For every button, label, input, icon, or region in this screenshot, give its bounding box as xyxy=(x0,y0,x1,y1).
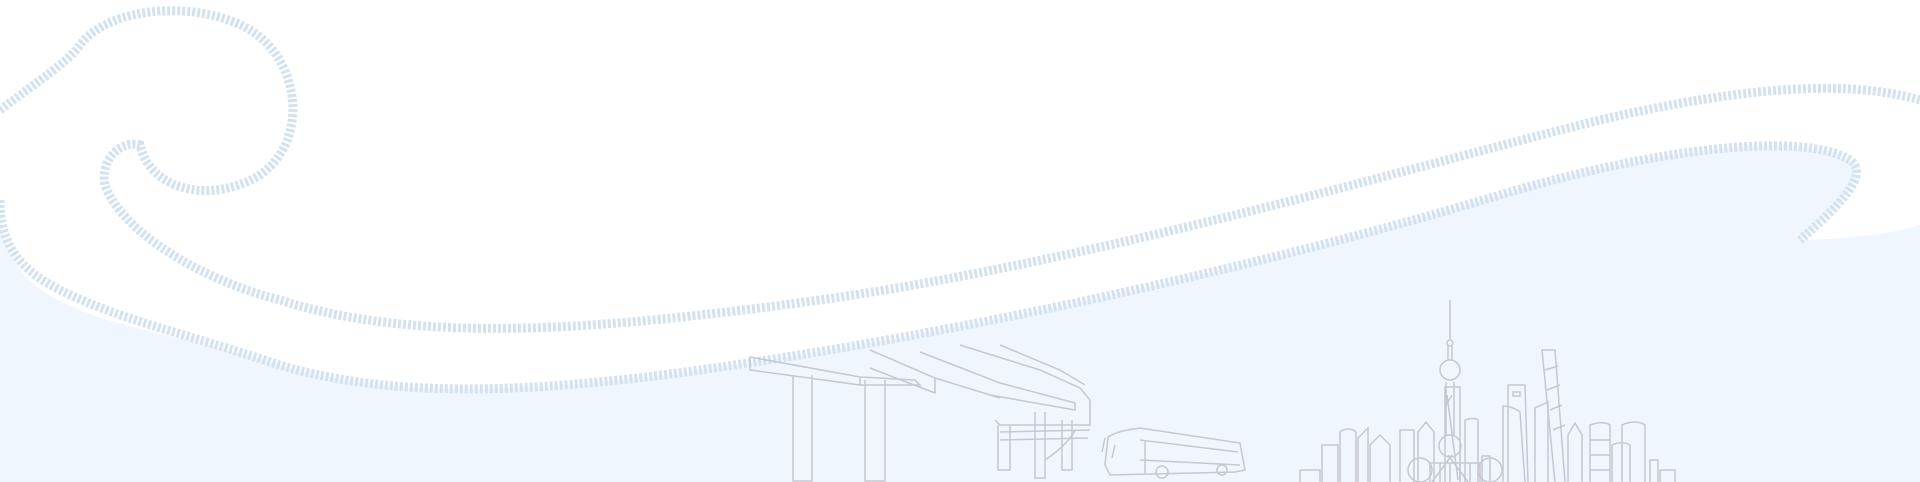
city-skyline-icon xyxy=(1299,300,1676,482)
bus-icon xyxy=(1101,427,1246,479)
wave-swirl-icon xyxy=(0,0,1920,394)
elevated-highway-icon xyxy=(749,344,1091,482)
